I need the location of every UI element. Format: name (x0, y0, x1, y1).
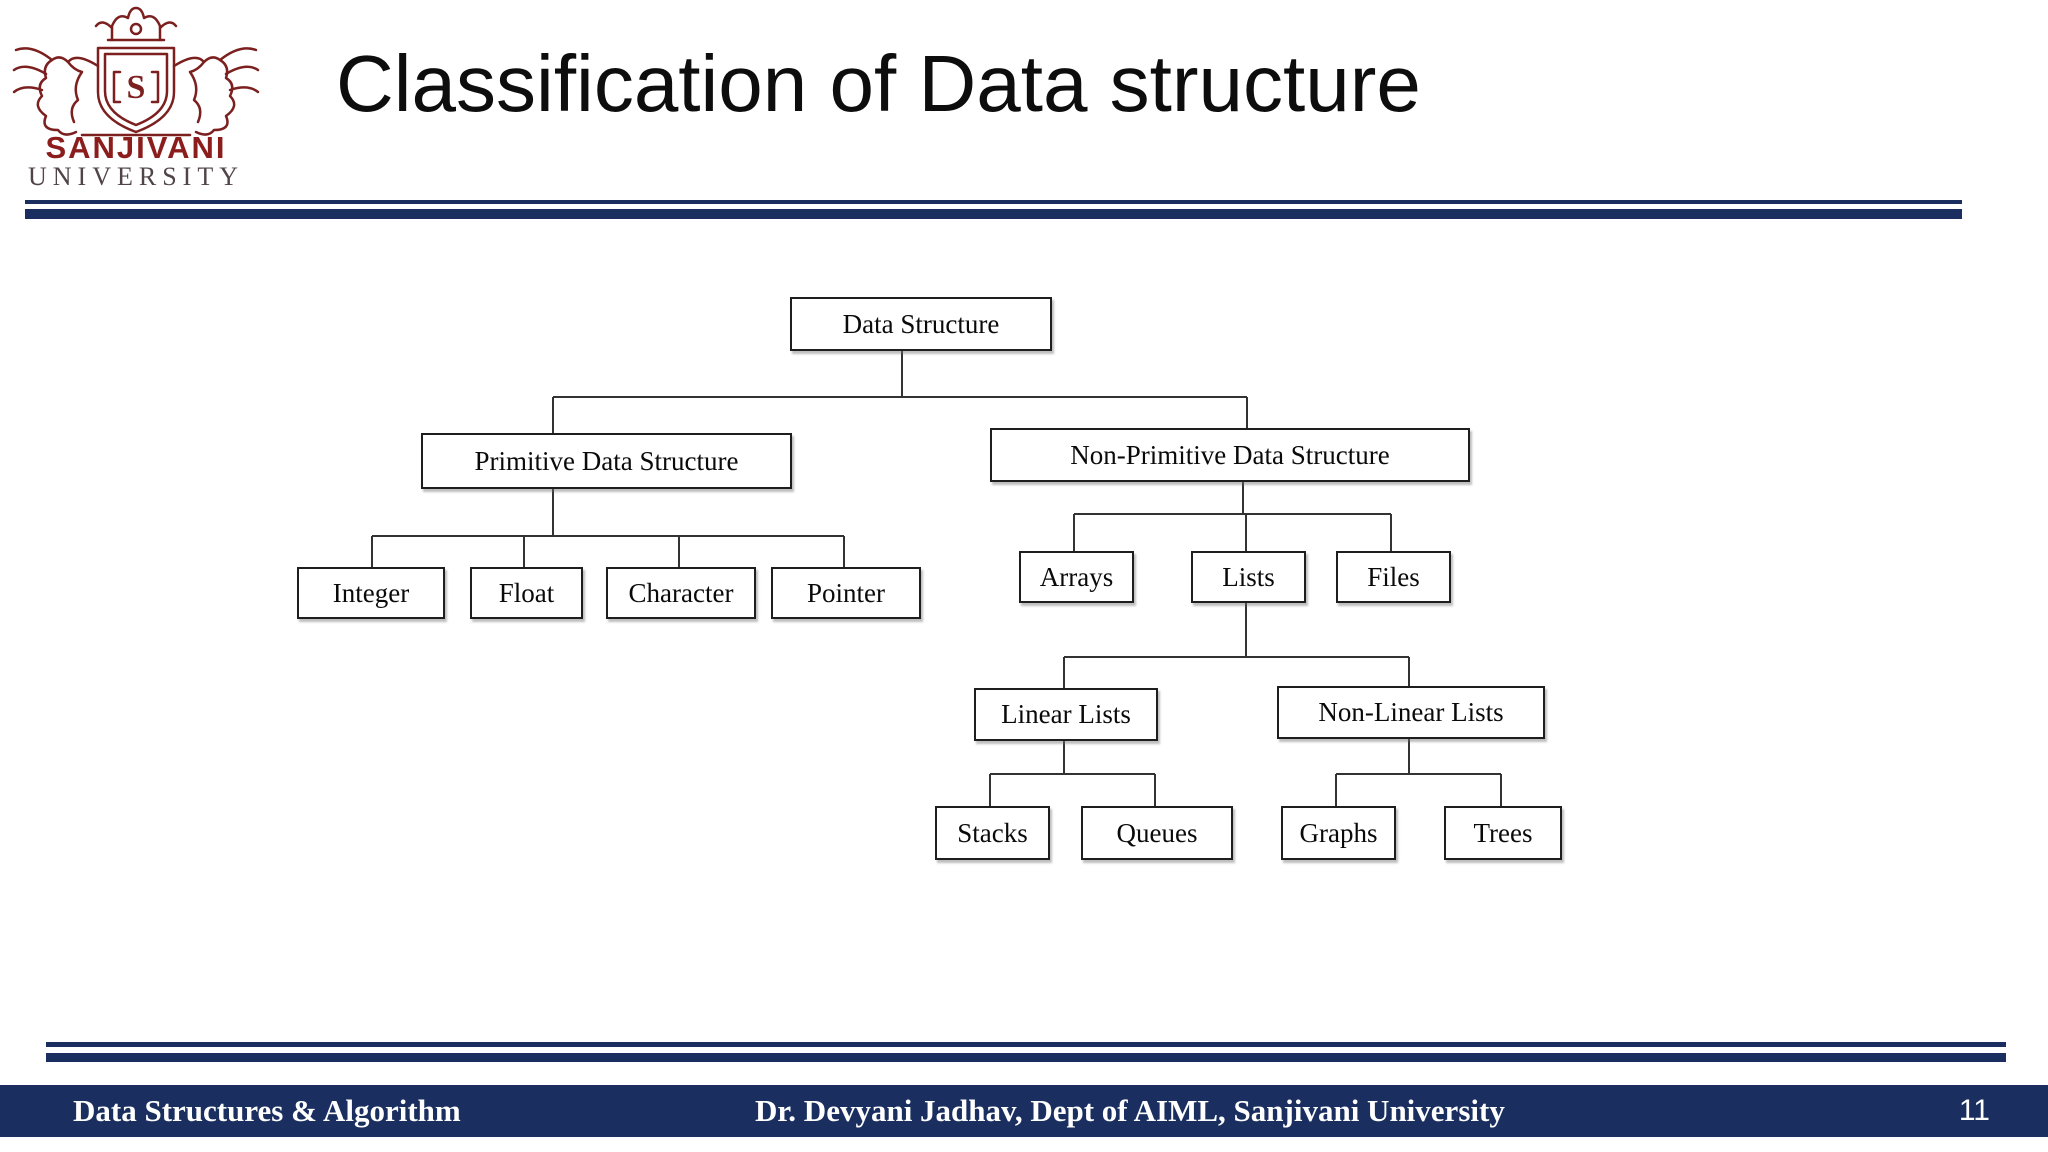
tree-node-primitive-data-structure: Primitive Data Structure (421, 433, 792, 489)
header-divider-thin (25, 200, 1962, 204)
tree-node-graphs: Graphs (1281, 806, 1396, 860)
tree-node-queues: Queues (1081, 806, 1233, 860)
tree-node-non-linear-lists: Non-Linear Lists (1277, 686, 1545, 739)
tree-node-linear-lists: Linear Lists (974, 688, 1158, 741)
page-title: Classification of Data structure (336, 39, 1421, 128)
tree-node-stacks: Stacks (935, 806, 1050, 860)
logo-name: SANJIVANI (45, 130, 227, 165)
footer-course-title: Data Structures & Algorithm (73, 1093, 461, 1128)
logo-monogram: S (127, 69, 146, 106)
footer-bar: Data Structures & Algorithm Dr. Devyani … (0, 1085, 2048, 1137)
footer-author-credit: Dr. Devyani Jadhav, Dept of AIML, Sanjiv… (755, 1093, 1505, 1128)
tree-node-float: Float (470, 567, 583, 619)
tree-node-data-structure: Data Structure (790, 297, 1052, 351)
tree-node-trees: Trees (1444, 806, 1562, 860)
header-divider-thick (25, 209, 1962, 219)
tree-node-files: Files (1336, 551, 1451, 603)
tree-node-non-primitive-data-structure: Non-Primitive Data Structure (990, 428, 1470, 482)
footer-divider-thin (46, 1042, 2006, 1047)
tree-node-lists: Lists (1191, 551, 1306, 603)
footer-page-number: 11 (1958, 1094, 1990, 1127)
logo-subtitle: UNIVERSITY (28, 162, 244, 191)
tree-node-arrays: Arrays (1019, 551, 1134, 603)
university-crest-icon: S (12, 6, 260, 137)
tree-node-character: Character (606, 567, 756, 619)
tree-node-pointer: Pointer (771, 567, 921, 619)
tree-node-integer: Integer (297, 567, 445, 619)
footer-divider-thick (46, 1053, 2006, 1062)
university-logo: S SANJIVANI UNIVERSITY (8, 4, 264, 192)
